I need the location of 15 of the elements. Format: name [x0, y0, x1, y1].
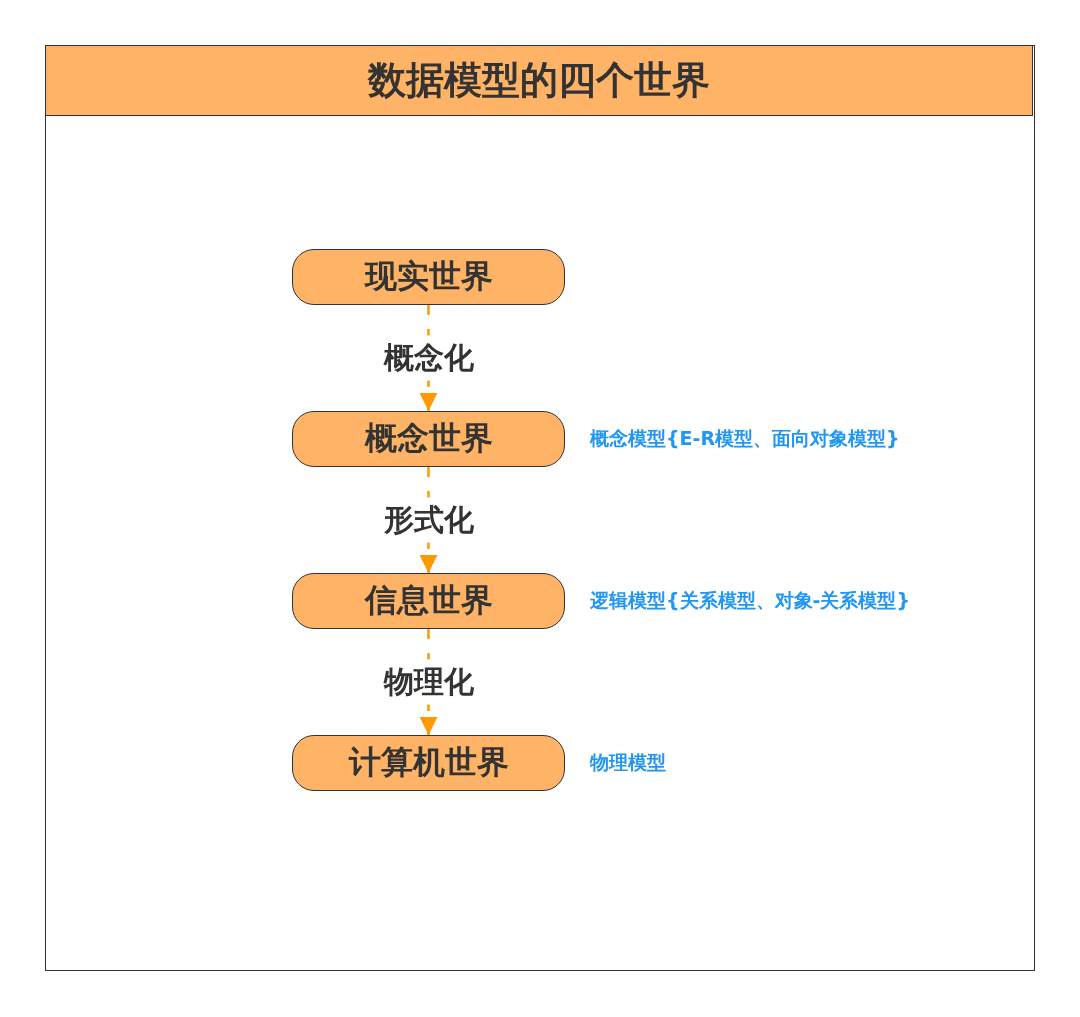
- title-banner: 数据模型的四个世界: [45, 45, 1033, 116]
- edge-label: 物理化: [383, 659, 474, 705]
- process-box: [292, 573, 565, 629]
- edge-label: 形式化: [383, 497, 474, 543]
- node-label: 信息世界: [364, 580, 493, 621]
- model-annotation: 逻辑模型{关系模型、对象-关系模型}: [590, 588, 910, 613]
- node-label: 现实世界: [364, 256, 493, 297]
- node-label: 概念世界: [364, 418, 493, 459]
- node-label: 计算机世界: [348, 742, 509, 783]
- process-box: [292, 411, 565, 467]
- edge-label: 概念化: [383, 335, 474, 381]
- process-box: [292, 735, 565, 791]
- model-annotation: 物理模型: [590, 750, 666, 775]
- model-annotation: 概念模型{E-R模型、面向对象模型}: [590, 426, 900, 451]
- process-box: [292, 249, 565, 305]
